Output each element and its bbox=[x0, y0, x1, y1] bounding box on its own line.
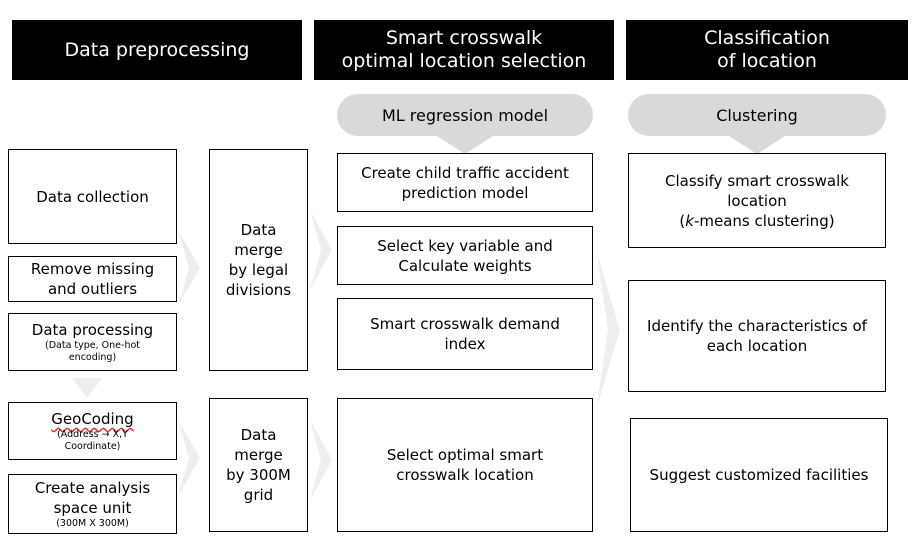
box-remove-missing: Remove missing and outliers bbox=[8, 256, 177, 302]
box-merge-300m-grid: Data merge by 300M grid bbox=[209, 398, 308, 532]
box-label-line3: (k-means clustering) bbox=[679, 211, 834, 231]
header-classification: Classification of location bbox=[626, 20, 908, 80]
box-suggest-facilities: Suggest customized facilities bbox=[630, 418, 888, 532]
chevron-right-icon bbox=[596, 250, 620, 410]
paren-open: ( bbox=[679, 211, 686, 230]
header-smart-crosswalk: Smart crosswalk optimal location selecti… bbox=[314, 20, 614, 80]
chevron-right-icon bbox=[310, 420, 332, 500]
box-key-variable-weights: Select key variable and Calculate weight… bbox=[337, 226, 593, 285]
header-title-line2: of location bbox=[717, 50, 817, 72]
chevron-right-icon bbox=[178, 230, 200, 306]
box-label-line2: crosswalk location bbox=[396, 466, 534, 484]
header-title-line2: optimal location selection bbox=[341, 50, 587, 72]
box-label-line1: Classify smart crosswalk bbox=[665, 171, 849, 190]
box-label: Data processing bbox=[31, 321, 154, 339]
box-label-line2: location bbox=[727, 191, 787, 210]
box-merge-legal-divisions: Data merge by legal divisions bbox=[209, 149, 308, 371]
box-label-line1: Remove missing bbox=[30, 260, 155, 278]
box-label-line2: merge bbox=[234, 241, 283, 259]
header-data-preprocessing: Data preprocessing bbox=[12, 20, 302, 80]
box-label-line1: Smart crosswalk demand bbox=[370, 315, 560, 333]
chevron-down-icon bbox=[72, 378, 102, 398]
box-label-line1: Create analysis bbox=[34, 479, 151, 497]
box-classify-location: Classify smart crosswalk location (k-mea… bbox=[628, 153, 886, 248]
k-italic: k bbox=[685, 211, 694, 230]
box-label-line1: Data bbox=[240, 426, 277, 444]
pill-label: ML regression model bbox=[381, 105, 549, 125]
box-label-line1: Select optimal smart bbox=[386, 446, 544, 464]
box-sublabel-line2: Coordinate) bbox=[64, 441, 121, 452]
box-label-line1: Identify the characteristics of bbox=[647, 317, 867, 335]
box-label: Data collection bbox=[36, 187, 149, 206]
arrow-down-icon bbox=[437, 136, 493, 154]
box-label-line2: each location bbox=[706, 337, 808, 355]
pill-ml-regression: ML regression model bbox=[337, 94, 593, 136]
box-label-line4: grid bbox=[243, 486, 274, 504]
box-select-optimal-location: Select optimal smart crosswalk location bbox=[337, 398, 593, 532]
box-child-accident-model: Create child traffic accident prediction… bbox=[337, 153, 593, 212]
box-label-line1: Select key variable and bbox=[377, 236, 553, 255]
box-identify-characteristics: Identify the characteristics of each loc… bbox=[628, 280, 886, 392]
box-label-line2: prediction model bbox=[401, 183, 529, 202]
box-label-line1: Create child traffic accident bbox=[361, 163, 569, 182]
header-title-line1: Classification bbox=[704, 27, 830, 49]
box-label: Suggest customized facilities bbox=[649, 466, 869, 484]
box-label-line3: by legal bbox=[228, 261, 289, 279]
box-data-collection: Data collection bbox=[8, 149, 177, 244]
box-label-line2: Calculate weights bbox=[398, 256, 532, 275]
box-data-processing: Data processing (Data type, One-hot enco… bbox=[8, 313, 177, 371]
means-clustering: -means clustering) bbox=[693, 211, 835, 230]
box-sublabel-line2: encoding) bbox=[68, 352, 117, 363]
box-demand-index: Smart crosswalk demand index bbox=[337, 298, 593, 370]
box-label-line2: index bbox=[444, 335, 486, 353]
box-label-line2: merge bbox=[234, 446, 283, 464]
box-label-line1: Data bbox=[240, 221, 277, 239]
header-title: Data preprocessing bbox=[64, 38, 250, 61]
box-label-line2: space unit bbox=[53, 499, 132, 517]
chevron-right-icon bbox=[178, 420, 200, 496]
box-label-line3: by 300M bbox=[226, 466, 291, 484]
box-label-line4: divisions bbox=[225, 281, 292, 299]
pill-label: Clustering bbox=[716, 105, 798, 125]
box-label-line2: and outliers bbox=[47, 280, 138, 298]
box-create-analysis-unit: Create analysis space unit (300M X 300M) bbox=[8, 474, 177, 534]
arrow-down-icon bbox=[729, 136, 785, 154]
box-geocoding: GeoCoding (Address → X,Y Coordinate) bbox=[8, 402, 177, 460]
box-label: GeoCoding bbox=[51, 410, 134, 428]
box-sublabel-line1: (Address → X,Y bbox=[57, 429, 128, 440]
header-title-line1: Smart crosswalk bbox=[385, 27, 543, 49]
box-sublabel-line1: (Data type, One-hot bbox=[45, 340, 140, 351]
pill-clustering: Clustering bbox=[628, 94, 886, 136]
box-sublabel: (300M X 300M) bbox=[56, 518, 129, 529]
chevron-right-icon bbox=[310, 210, 332, 290]
